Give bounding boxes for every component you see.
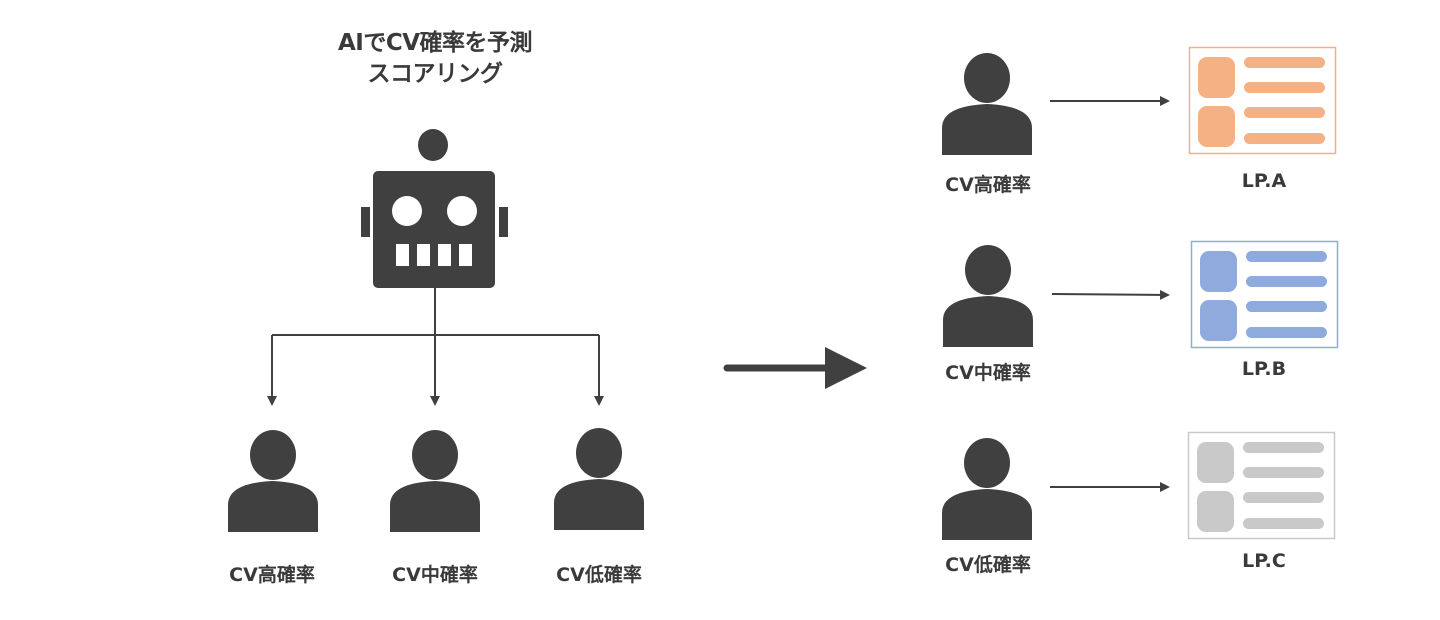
lp-text-line: [1246, 276, 1327, 287]
segment-label-low: CV低確率: [945, 554, 1031, 576]
robot-icon: [361, 129, 508, 288]
landing-page-icon: [1187, 431, 1336, 540]
lp-image-block: [1200, 251, 1237, 292]
tree-connectors: [267, 288, 604, 406]
lp-label-a: LP.A: [1241, 170, 1287, 192]
lp-text-line: [1243, 467, 1324, 478]
segment-label-high: CV高確率: [229, 564, 315, 586]
person-icon: [390, 430, 480, 532]
lp-text-line: [1244, 82, 1325, 93]
person-icon: [228, 430, 318, 532]
lp-text-line: [1246, 251, 1327, 262]
person-icon: [943, 245, 1033, 347]
segment-label-mid: CV中確率: [392, 564, 478, 586]
lp-label-b: LP.B: [1241, 358, 1287, 380]
title-line-1: AIでCV確率を予測: [337, 30, 533, 56]
lp-image-block: [1198, 57, 1235, 98]
lp-text-line: [1246, 327, 1327, 338]
lp-text-line: [1243, 518, 1324, 529]
lp-text-line: [1243, 442, 1324, 453]
landing-page-icon: [1190, 240, 1339, 349]
arrow-right-icon: [723, 347, 867, 389]
lp-image-block: [1197, 491, 1234, 532]
lp-text-line: [1246, 301, 1327, 312]
lp-image-block: [1197, 442, 1234, 483]
lp-text-line: [1243, 492, 1324, 503]
lp-image-block: [1200, 300, 1237, 341]
lp-text-line: [1244, 57, 1325, 68]
diagram-title: AIでCV確率を予測 スコアリング: [300, 28, 570, 90]
person-icon: [942, 438, 1032, 540]
person-icon: [942, 53, 1032, 155]
lp-label-c: LP.C: [1242, 550, 1286, 572]
segment-label-low: CV低確率: [556, 564, 642, 586]
small-arrows: [1050, 96, 1170, 492]
segment-label-mid: CV中確率: [945, 362, 1031, 384]
title-line-2: スコアリング: [367, 61, 504, 87]
landing-page-icon: [1188, 46, 1337, 155]
arrow-right-icon: [1051, 289, 1170, 300]
lp-image-block: [1198, 106, 1235, 147]
person-icon: [554, 428, 644, 530]
lp-text-line: [1244, 107, 1325, 118]
segment-label-high: CV高確率: [945, 174, 1031, 196]
lp-text-line: [1244, 133, 1325, 144]
